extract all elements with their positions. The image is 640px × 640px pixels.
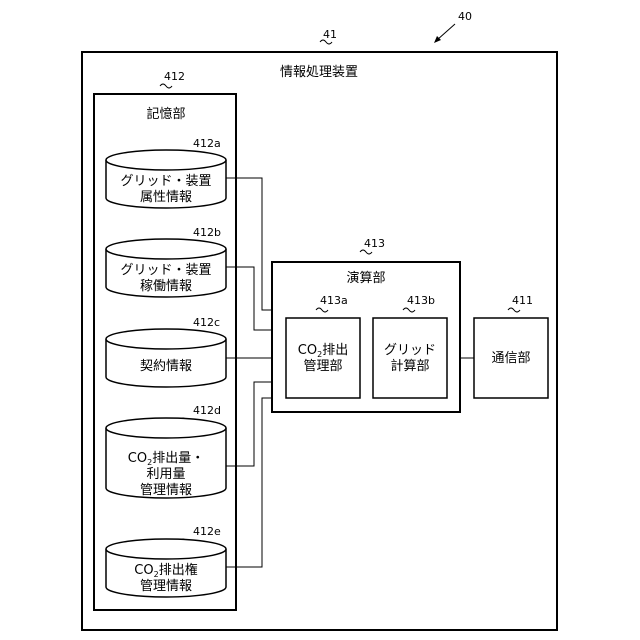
compute-leader	[360, 250, 372, 254]
grid-calculation-unit	[373, 318, 447, 398]
comm-leader	[508, 308, 520, 312]
co2-unit-leader	[316, 308, 328, 312]
db-412b-ref: 412b	[193, 226, 221, 239]
database-contract-info	[106, 329, 226, 387]
db-412a-line2: 属性情報	[140, 190, 192, 205]
grid-unit-line1: グリッド	[384, 343, 436, 358]
db-412c-ref: 412c	[193, 316, 220, 329]
db-412d-ref: 412d	[193, 404, 221, 417]
grid-unit-line2: 計算部	[390, 358, 429, 374]
storage-ref: 412	[164, 70, 185, 83]
device-ref: 41	[323, 28, 337, 41]
db-412b-line2: 稼働情報	[140, 279, 192, 294]
db-412a-line1: グリッド・装置	[120, 174, 211, 189]
figure-ref: 40	[458, 10, 472, 23]
db-412d-line3: 管理情報	[140, 483, 192, 498]
db-412d-line1: CO2排出量・	[128, 451, 204, 467]
compute-ref: 413	[364, 237, 385, 250]
figure-ref-arrow	[434, 24, 455, 43]
db-412e-ref: 412e	[193, 525, 221, 538]
co2-unit-line1: CO2排出	[298, 343, 348, 359]
db-412a-ref: 412a	[193, 137, 221, 150]
db-412b-line1: グリッド・装置	[120, 263, 211, 278]
db-412d-line2: 利用量	[146, 467, 185, 482]
db-412e-line2: 管理情報	[140, 579, 192, 594]
co2-unit-ref: 413a	[320, 294, 348, 307]
device-label: 情報処理装置	[280, 65, 358, 80]
compute-label: 演算部	[346, 270, 385, 286]
db-412e-line1: CO2排出権	[134, 562, 197, 579]
grid-unit-leader	[403, 308, 415, 312]
storage-leader	[160, 84, 172, 88]
co2-emission-management-unit	[286, 318, 360, 398]
comm-ref: 411	[512, 294, 533, 307]
co2-unit-line2: 管理部	[303, 359, 342, 374]
storage-compute-connectors	[226, 178, 272, 567]
comm-label: 通信部	[491, 351, 530, 366]
db-412c-line1: 契約情報	[140, 359, 192, 374]
grid-unit-ref: 413b	[407, 294, 435, 307]
storage-label: 記憶部	[146, 106, 185, 122]
